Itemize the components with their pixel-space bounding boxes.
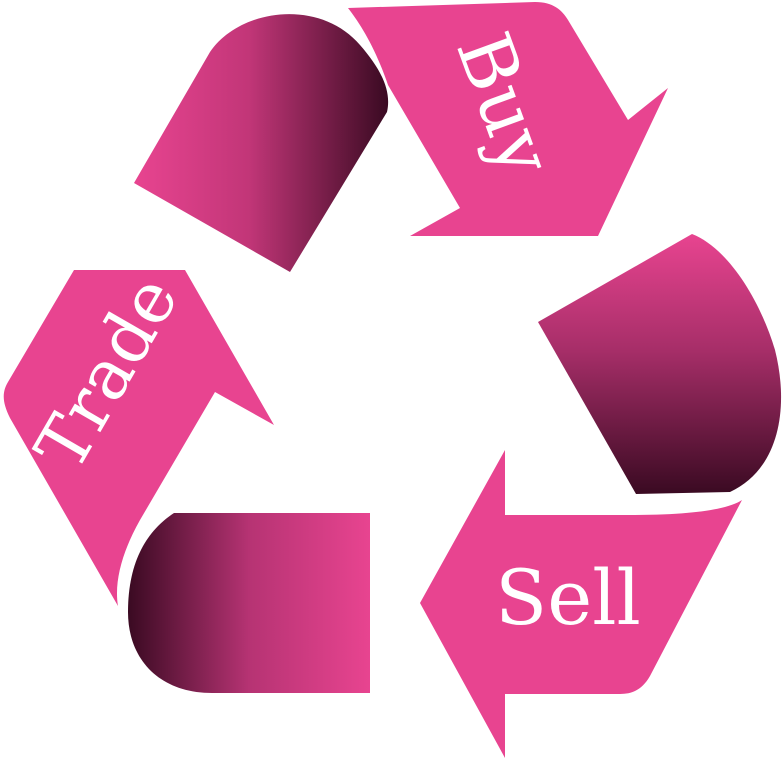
- bottom-gradient-segment: [128, 513, 370, 693]
- top-gradient-segment: [134, 14, 389, 272]
- sell-label: Sell: [495, 553, 641, 642]
- sell-arrow: [420, 450, 742, 758]
- right-gradient-segment: [538, 234, 782, 494]
- buy-arrow: [348, 2, 668, 236]
- trade-arrow: [3, 270, 275, 606]
